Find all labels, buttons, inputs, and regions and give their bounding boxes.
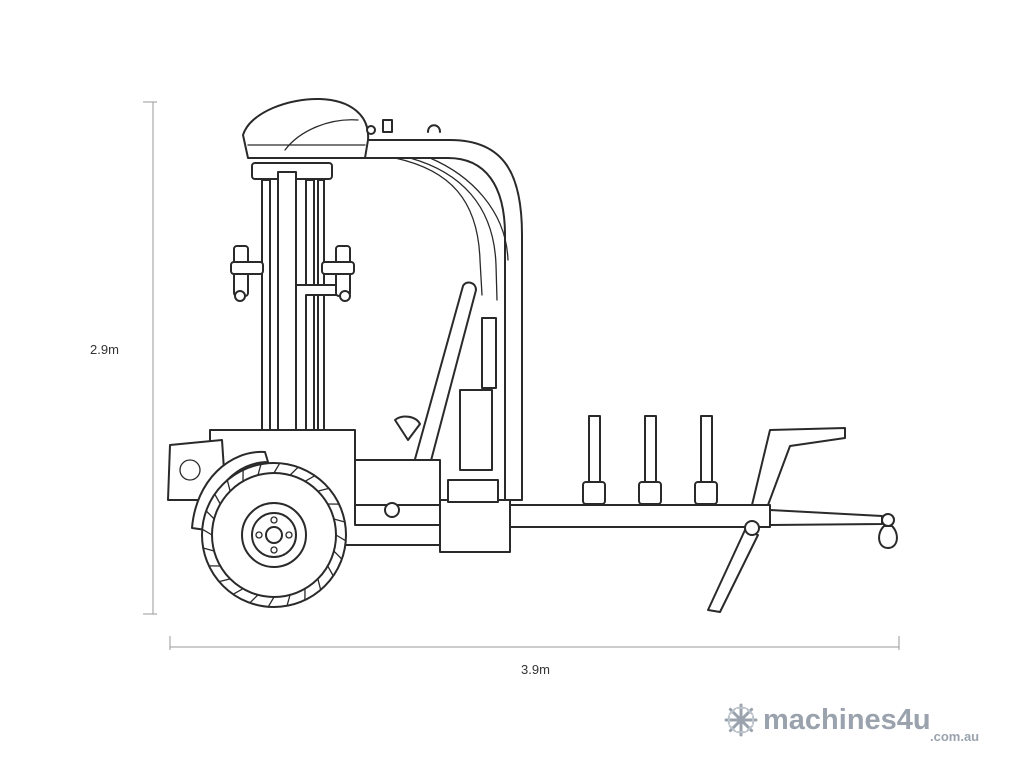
height-label: 2.9m: [90, 342, 119, 357]
wheel: [201, 462, 347, 608]
height-dimension: 2.9m: [90, 101, 157, 615]
length-dimension: 3.9m: [169, 636, 900, 677]
watermark-domain: .com.au: [930, 729, 979, 744]
tyre-tread: [327, 565, 334, 577]
snowflake-barb: [745, 707, 754, 716]
tyre-tread: [333, 550, 343, 560]
tyre-tread: [214, 493, 221, 505]
tyre-tread: [257, 463, 262, 476]
tyre-tread: [317, 578, 322, 591]
tyre-treads: [201, 462, 347, 608]
film-dispenser-head: [242, 97, 441, 159]
drawbar: [499, 504, 898, 549]
tyre-tread: [335, 534, 347, 542]
bale-wrapper-drawing: [167, 97, 898, 613]
tyre-tread: [267, 596, 275, 608]
snowflake-barb: [745, 724, 754, 733]
mast: [251, 162, 341, 443]
tyre-tread: [226, 479, 231, 492]
tyre-tread: [218, 578, 231, 583]
machines4u-watermark: machines4u .com.au: [724, 703, 979, 744]
tyre-tread: [205, 510, 215, 520]
tyre-tread: [201, 528, 213, 536]
tyre-tread: [289, 466, 299, 476]
snowflake-barb: [728, 707, 737, 716]
length-label: 3.9m: [521, 662, 550, 677]
tyre-tread: [333, 518, 346, 523]
tyre-tread: [304, 475, 316, 482]
film-roll-holders: [230, 245, 355, 302]
snowflake-barb: [728, 724, 737, 733]
tyre-tread: [232, 588, 244, 595]
tyre-tread: [249, 594, 259, 604]
snowflake-logo-icon: [724, 703, 758, 737]
loading-arm: [707, 427, 846, 613]
wrapping-arch: [339, 139, 523, 501]
valve-block: [439, 317, 511, 553]
bale-roller-pins: [582, 415, 718, 505]
watermark-brand: machines4u: [763, 704, 931, 736]
tyre-tread: [286, 594, 291, 607]
tyre-tread: [317, 487, 330, 492]
tyre-tread: [202, 547, 215, 552]
tyre-tread: [273, 462, 281, 474]
